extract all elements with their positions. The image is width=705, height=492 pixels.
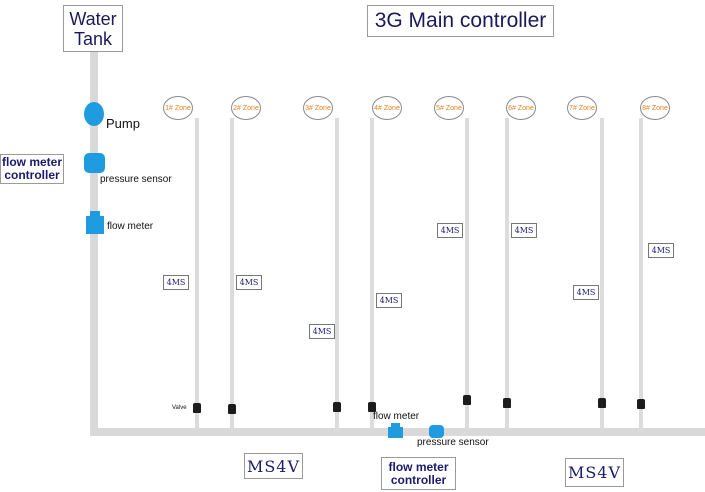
ms-box-zone-2: 4MS — [236, 275, 262, 290]
zone-7-header: 7# Zone — [567, 96, 597, 120]
pressure-sensor-icon — [84, 153, 105, 173]
zone-4-header: 4# Zone — [372, 96, 402, 120]
zone-pipe-2 — [230, 118, 234, 430]
main-vertical-pipe — [90, 52, 98, 436]
flow-meter-icon — [86, 216, 104, 234]
bottom-pressure-sensor-icon — [429, 425, 444, 438]
zone-pipe-7 — [600, 118, 604, 430]
ms-box-zone-4: 4MS — [376, 293, 402, 308]
ms-box-zone-7: 4MS — [573, 285, 599, 300]
pressure-sensor-label: pressure sensor — [100, 174, 172, 185]
ms-box-zone-8: 4MS — [648, 243, 674, 258]
zone-pipe-3 — [335, 118, 339, 430]
bottom-flow-meter-icon — [388, 427, 403, 438]
valve-icon-zone-3 — [333, 402, 341, 412]
water-tank-line2: Tank — [73, 28, 113, 49]
pump-icon — [84, 102, 104, 126]
ms-box-zone-1: 4MS — [163, 275, 189, 290]
zone-5-header: 5# Zone — [434, 96, 464, 120]
valve-icon-zone-7 — [598, 398, 606, 408]
bottom-fmc-line1: flow meter — [388, 459, 449, 474]
bottom-pressure-sensor-label: pressure sensor — [417, 437, 489, 448]
valve-icon-zone-4 — [368, 402, 376, 412]
valve-icon-zone-6 — [503, 398, 511, 408]
zone-1-header: 1# Zone — [163, 96, 193, 120]
zone-pipe-1 — [195, 118, 199, 430]
valve-icon-zone-8 — [637, 399, 645, 409]
zone-pipe-5 — [465, 118, 469, 430]
bottom-flow-meter-icon-top — [391, 423, 400, 428]
left-fmc-line1: flow meter — [1, 155, 62, 169]
left-fmc-line2: controller — [4, 168, 60, 182]
left-flow-meter-controller: flow meter controller — [0, 154, 64, 184]
ms4v-box-right: MS4V — [565, 458, 624, 487]
valve-label: Valve — [172, 405, 187, 411]
zone-pipe-8 — [639, 118, 643, 430]
valve-icon-zone-2 — [228, 404, 236, 414]
valve-icon-zone-1 — [193, 403, 201, 413]
zone-6-header: 6# Zone — [506, 96, 536, 120]
zone-pipe-4 — [370, 118, 374, 430]
zone-8-header: 8# Zone — [640, 96, 670, 120]
pump-label: Pump — [106, 116, 140, 131]
ms-box-zone-5: 4MS — [437, 223, 463, 238]
bottom-flow-meter-controller: flow meter controller — [381, 457, 456, 490]
zone-pipe-6 — [505, 118, 509, 430]
ms-box-zone-3: 4MS — [309, 324, 335, 339]
valve-icon-zone-5 — [463, 395, 471, 405]
flow-meter-icon-top — [90, 211, 100, 217]
bottom-fmc-line2: controller — [390, 472, 447, 487]
flow-meter-label: flow meter — [107, 221, 154, 232]
water-tank-line1: Water — [69, 8, 117, 29]
ms4v-box-left: MS4V — [244, 453, 303, 479]
water-tank: Water Tank — [63, 5, 123, 52]
bottom-flow-meter-label: flow meter — [373, 411, 420, 422]
zone-3-header: 3# Zone — [303, 96, 333, 120]
main-controller-title: 3G Main controller — [367, 5, 554, 37]
ms-box-zone-6: 4MS — [511, 223, 537, 238]
zone-2-header: 2# Zone — [231, 96, 261, 120]
